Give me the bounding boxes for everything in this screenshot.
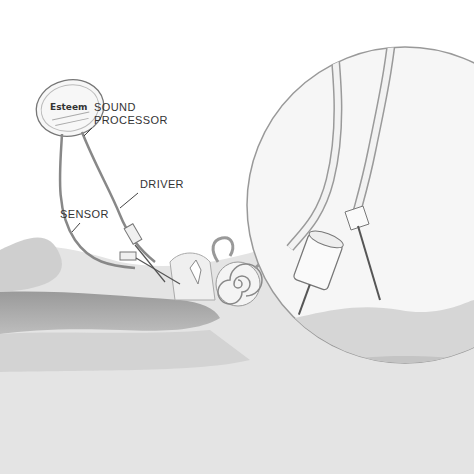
sensor-tip [136, 258, 180, 284]
leader-line [84, 128, 92, 136]
leader-line [72, 223, 80, 232]
driver-body [124, 224, 142, 245]
middle-ear [170, 253, 215, 300]
ossicle [190, 260, 201, 284]
leader-line [120, 193, 138, 208]
part-label: SENSOR [60, 208, 109, 221]
driver-cable [82, 132, 155, 262]
outer-ear [0, 238, 62, 293]
bone [0, 330, 250, 372]
part-label: SOUND PROCESSOR [94, 101, 172, 127]
zoom-detail [240, 0, 474, 474]
part-label: DRIVER [140, 178, 184, 191]
brand-logo: Esteem [50, 101, 87, 114]
sensor-cable [60, 134, 135, 268]
sensor-body [120, 252, 136, 260]
driver-tip [135, 245, 165, 282]
